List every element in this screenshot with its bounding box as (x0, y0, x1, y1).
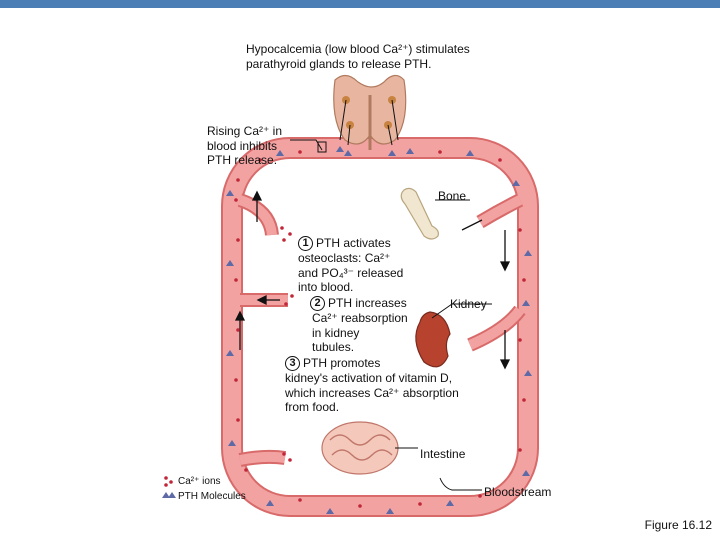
step-2-line-1: PTH increases (328, 296, 407, 310)
step-2-line-4: tubules. (312, 340, 355, 355)
step-3-line-4: from food. (285, 400, 340, 415)
legend-ca-ions: Ca²⁺ ions (178, 476, 221, 487)
step-2-line-2: Ca²⁺ reabsorption (312, 311, 408, 326)
figure-label: Figure 16.12 (644, 518, 712, 532)
top-accent-bar (0, 0, 720, 8)
inhibition-symbol (290, 139, 327, 153)
feedback-line-1: Rising Ca²⁺ in (207, 124, 283, 138)
intestine-image (321, 421, 418, 475)
feedback-line-2: blood inhibits (207, 138, 278, 153)
gland-release-arrows (339, 99, 399, 146)
pth-molecule-triangles (226, 146, 532, 514)
bloodstream-pointer (439, 477, 482, 491)
step-1-line-1: PTH activates (316, 236, 391, 250)
step-3-line-3: which increases Ca²⁺ absorption (285, 385, 459, 400)
bone-label: Bone (438, 189, 467, 203)
step-1-line-3: and PO₄³⁻ released (298, 265, 404, 280)
kidney-image (415, 303, 492, 368)
flow-arrows (234, 190, 511, 370)
step-3-line-2: kidney's activation of vitamin D, (285, 371, 453, 386)
step-1-line-4: into blood. (298, 280, 354, 295)
step-3-line-1: PTH promotes (303, 356, 381, 370)
kidney-label: Kidney (450, 297, 487, 311)
bloodstream-label: Bloodstream (484, 485, 552, 499)
step-1-line-2: osteoclasts: Ca²⁺ (298, 251, 391, 266)
legend-pth-molecules: PTH Molecules (178, 491, 246, 502)
hypocalcemia-caption: Hypocalcemia (low blood Ca²⁺) stimulates… (246, 42, 470, 71)
bone-image (400, 187, 470, 240)
step-1-number: 1 (298, 236, 313, 252)
ca-ion-dots (234, 150, 526, 508)
hypocalcemia-line-2: parathyroid glands to release PTH. (246, 56, 432, 71)
step-3-number: 3 (285, 356, 300, 372)
intestine-label: Intestine (420, 447, 466, 461)
step-2-line-3: in kidney (312, 325, 360, 340)
feedback-caption: Rising Ca²⁺ in blood inhibits PTH releas… (207, 124, 282, 168)
legend-symbols (162, 476, 176, 498)
hypocalcemia-line-1: Hypocalcemia (low blood Ca²⁺) stimulates (246, 42, 470, 56)
bloodstream-vessel (221, 137, 539, 517)
feedback-line-3: PTH release. (207, 153, 278, 167)
step-2-number: 2 (310, 296, 325, 312)
